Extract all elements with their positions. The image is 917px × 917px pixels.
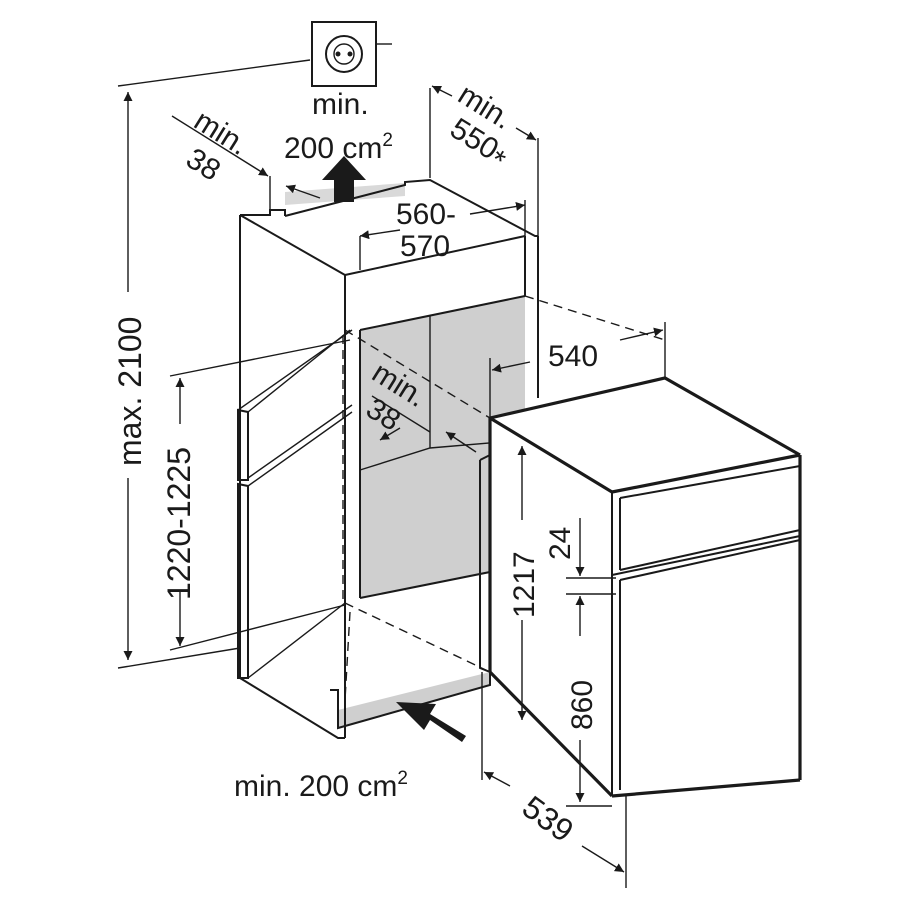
gap-24-label: 24: [544, 527, 577, 560]
height-860-label: 860: [566, 680, 599, 730]
width-top-line2: 570: [400, 230, 450, 263]
vent-top-line2: 200 cm2: [284, 130, 393, 165]
plinth-vent: [338, 672, 490, 728]
dashed-guides: [342, 295, 666, 701]
vent-bottom-label: min. 200 cm2: [234, 768, 408, 803]
niche-height-label: 1220-1225: [161, 447, 197, 600]
vent-top-line1: min.: [312, 88, 369, 121]
arrow-in-icon: [396, 702, 466, 742]
depth-540-label: 540: [548, 340, 598, 373]
arrow-up-icon: [322, 156, 366, 202]
depth-539-label: 539: [516, 789, 580, 850]
dimension-lines: [117, 59, 666, 888]
height-max-label: max. 2100: [112, 317, 148, 466]
appliance-fridge: [479, 376, 802, 798]
niche-cabinet: [237, 178, 539, 739]
power-socket-icon: [311, 21, 392, 87]
width-top-line1: 560-: [396, 198, 456, 231]
appliance-height-label: 1217: [508, 551, 541, 618]
